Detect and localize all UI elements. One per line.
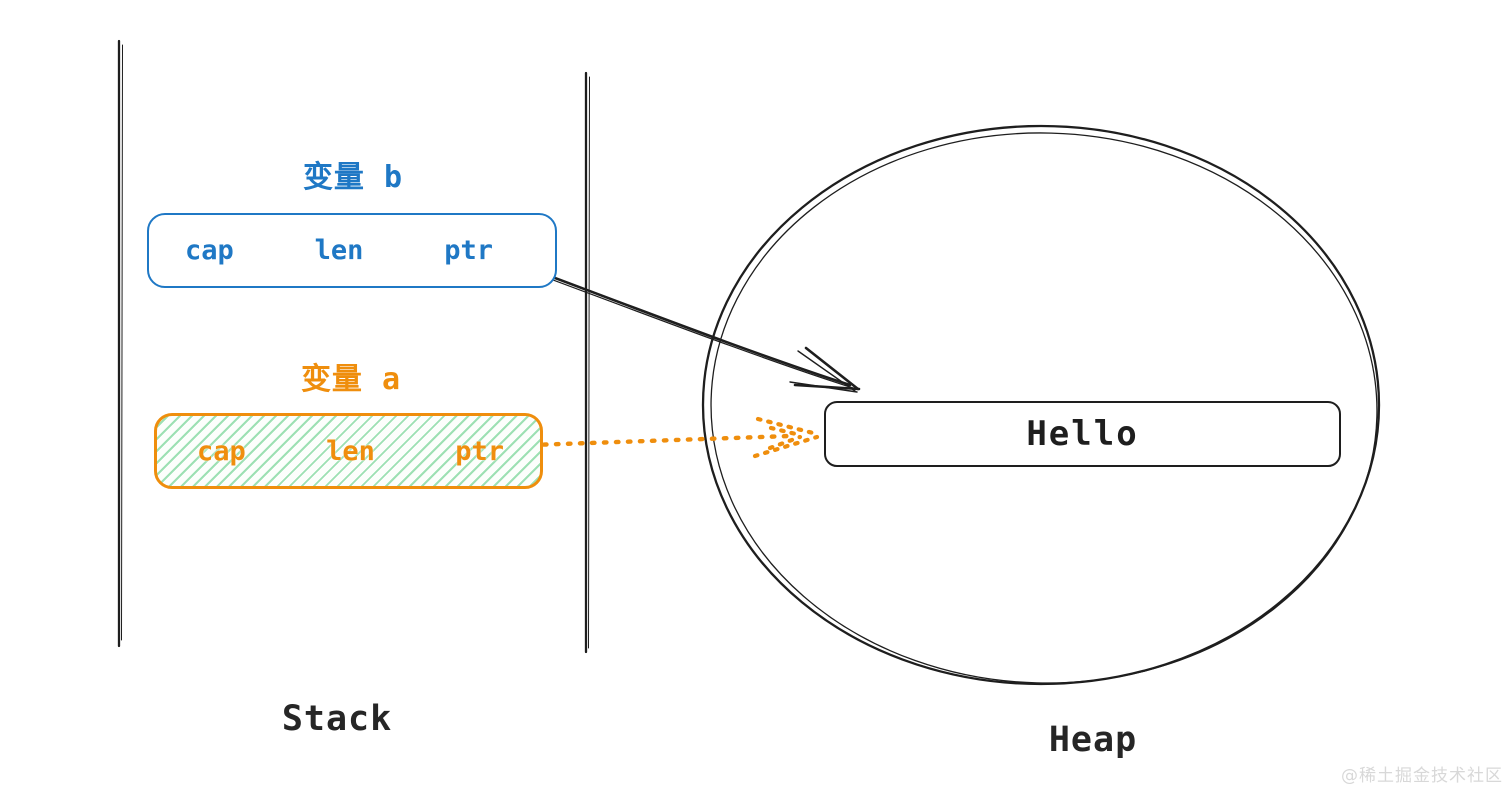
dashed-pointer-arrow — [529, 416, 820, 459]
watermark: @稀土掘金技术社区 — [1341, 766, 1503, 786]
var-a-field-ptr: ptr — [455, 435, 504, 467]
heap-string-value: Hello — [1026, 414, 1139, 454]
var-a-label: 变量 a — [300, 362, 402, 397]
var-b-field-len: len — [314, 235, 364, 266]
var-b-struct-box: cap len ptr — [147, 213, 557, 288]
heap-circle — [701, 124, 1381, 686]
stack-label: Stack — [281, 699, 393, 739]
heap-label: Heap — [1048, 720, 1138, 760]
var-a-field-len: len — [326, 435, 375, 467]
stack-right-line — [584, 71, 590, 654]
var-b-field-ptr: ptr — [444, 235, 493, 266]
var-b-label: 变量 b — [302, 160, 404, 195]
var-a-field-cap: cap — [197, 435, 246, 467]
heap-string-box: Hello — [824, 401, 1341, 467]
stack-left-line — [117, 39, 123, 648]
var-a-struct-box: cap len ptr — [154, 413, 543, 489]
var-b-field-cap: cap — [185, 235, 234, 266]
